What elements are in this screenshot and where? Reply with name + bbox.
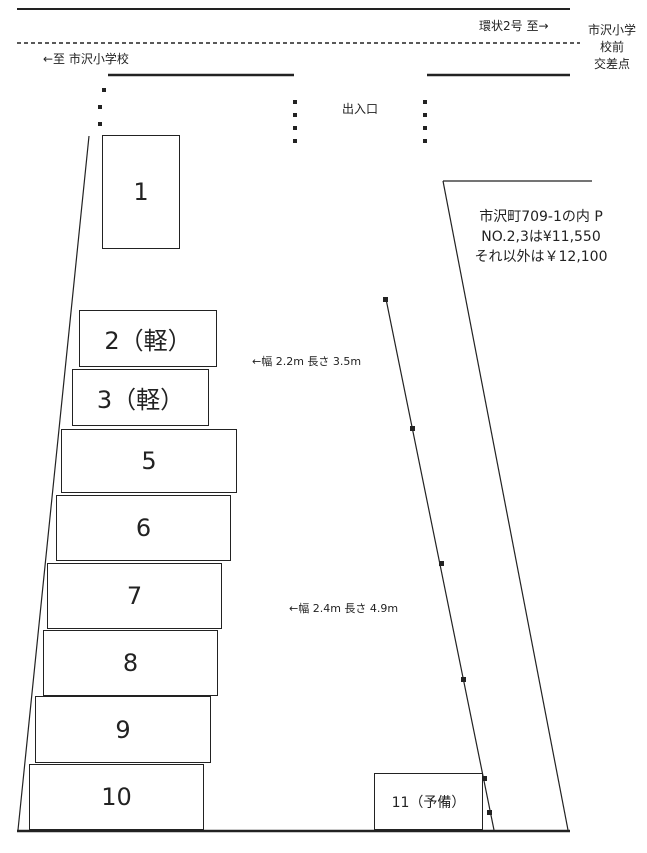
parking-spot-5[interactable]: 5 — [61, 429, 237, 493]
right-boundary-line — [442, 180, 569, 831]
parking-spot-11-reserve[interactable]: 11（予備） — [374, 773, 483, 830]
intersection-label-line: 校前 — [599, 40, 624, 54]
entrance-posts-right — [423, 100, 427, 143]
parking-spot-2[interactable]: 2（軽） — [79, 310, 217, 367]
intersection-label-line: 交差点 — [593, 57, 630, 71]
fence-posts-left — [98, 88, 106, 126]
intersection-label-line: 市沢小学 — [587, 23, 636, 37]
price-notice: 市沢町709-1の内 P NO.2,3は¥11,550 それ以外は￥12,100 — [466, 207, 616, 267]
left-boundary-line — [17, 135, 90, 831]
price-notice-line: それ以外は￥12,100 — [474, 249, 608, 265]
standard-spot-dimension-label: ←幅 2.4m 長さ 4.9m — [289, 602, 399, 615]
price-notice-line: NO.2,3は¥11,550 — [481, 229, 601, 245]
inner-boundary-posts — [383, 297, 492, 815]
price-notice-line: 市沢町709-1の内 P — [479, 209, 603, 225]
parking-spot-10[interactable]: 10 — [29, 764, 204, 830]
intersection-label: 市沢小学 校前 交差点 — [580, 22, 644, 73]
entrance-posts-left — [293, 100, 297, 143]
parking-spot-9[interactable]: 9 — [35, 696, 211, 763]
parking-spot-7[interactable]: 7 — [47, 563, 222, 629]
entrance-label: 出入口 — [342, 102, 379, 116]
kei-spot-dimension-label: ←幅 2.2m 長さ 3.5m — [252, 355, 362, 368]
parking-spot-6[interactable]: 6 — [56, 495, 231, 561]
parking-spot-1[interactable]: 1 — [102, 135, 180, 249]
route-label: 環状2号 至→ — [479, 19, 549, 33]
school-direction-label: ←至 市沢小学校 — [43, 52, 129, 66]
parking-spot-8[interactable]: 8 — [43, 630, 218, 696]
parking-spot-3[interactable]: 3（軽） — [72, 369, 209, 426]
